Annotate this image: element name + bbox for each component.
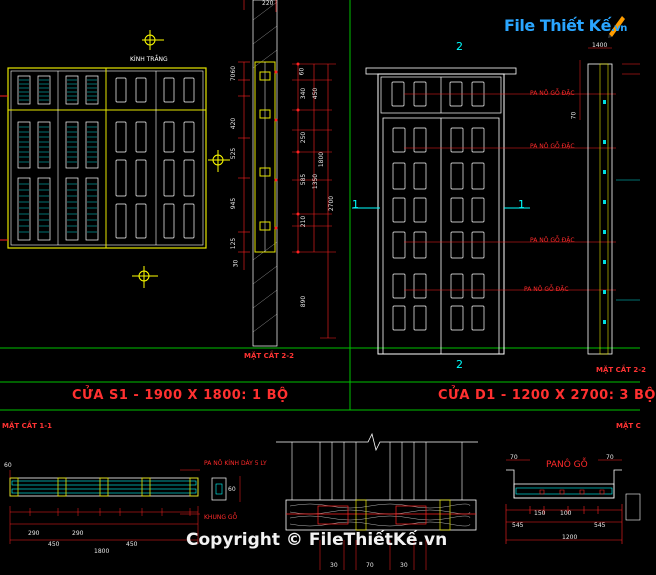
dim-2700: 2700 <box>328 195 336 212</box>
window-caption: CỬA S1 - 1900 X 1800: 1 BỘ <box>72 388 289 403</box>
dimension-ladder <box>274 62 336 339</box>
door-caption: CỬA D1 - 1200 X 2700: 3 BỘ <box>438 388 656 403</box>
glass-label: KÍNH TRẮNG <box>130 56 168 63</box>
dim-290-b: 290 <box>72 530 84 537</box>
logo-suffix: .vn <box>610 23 627 34</box>
dim-30-b: 30 <box>400 562 408 569</box>
panel-note-4: PA NÔ GỖ ĐẶC <box>524 286 569 293</box>
sheet-frame-lines <box>0 0 640 411</box>
section-mark-1-left: 1 <box>352 198 359 211</box>
section-title-2-2-left: MẶT CẮT 2-2 <box>244 352 295 360</box>
dim-450-a: 450 <box>48 541 60 548</box>
copyright-watermark: Copyright © FileThiếtKế.vn <box>186 530 448 550</box>
dim-125: 125 <box>230 237 238 250</box>
dim-450: 450 <box>312 87 320 100</box>
dim-70-right: 70 <box>606 454 614 461</box>
dim-420: 420 <box>230 117 238 130</box>
dim-1800-vertical: 1800 <box>318 151 326 168</box>
dim-545-left: 545 <box>512 522 524 529</box>
logo-main-text: File Thiết Kế <box>504 16 611 35</box>
dim-30-a: 30 <box>330 562 338 569</box>
dim-340: 340 <box>300 87 308 100</box>
dim-70: 70 <box>570 111 578 120</box>
section-mark-2-top: 2 <box>456 40 463 53</box>
section-marker-symbols <box>132 30 230 288</box>
section-title-2-2-right: MẶT CẮT 2-2 <box>596 366 647 374</box>
panel-note-2: PA NÔ GỖ ĐẶC <box>530 143 575 150</box>
dim-945: 945 <box>230 197 238 210</box>
dim-250: 250 <box>300 131 308 144</box>
dim-525: 525 <box>230 147 238 160</box>
door-jamb-detail <box>276 432 478 570</box>
door-d1-elevation <box>352 67 616 355</box>
wood-panel-label: PANÔ GỖ <box>546 460 588 470</box>
wood-frame-note: KHUNG GỖ <box>204 514 238 521</box>
dim-585: 585 <box>300 173 308 186</box>
dim-60-right: 60 <box>228 486 236 493</box>
dim-150: 150 <box>534 510 546 517</box>
section-mark-1-right: 1 <box>518 198 525 211</box>
drawing-canvas <box>0 0 641 570</box>
section-title-right-cut: MẶT C <box>616 422 641 430</box>
section-title-1-1: MẶT CẮT 1-1 <box>2 422 53 430</box>
dim-545-right: 545 <box>594 522 606 529</box>
dim-100: 100 <box>560 510 572 517</box>
dim-890: 890 <box>300 295 308 308</box>
dim-1400: 1400 <box>592 42 608 49</box>
dim-1800-horizontal: 1800 <box>94 548 110 555</box>
pencil-icon <box>608 16 625 38</box>
dim-30: 30 <box>232 259 240 268</box>
dim-290-a: 290 <box>28 530 40 537</box>
door-panel-section <box>505 459 641 544</box>
section-mark-2-bottom: 2 <box>456 358 463 371</box>
dim-70-left: 70 <box>510 454 518 461</box>
logo-text: File Thiết Kế.vn <box>504 16 627 35</box>
panel-note-3: PA NÔ GỖ ĐẶC <box>530 237 575 244</box>
dim-top-220: 220 <box>262 0 274 7</box>
window-s1-elevation <box>0 67 207 249</box>
dim-210: 210 <box>300 215 308 228</box>
dim-450-b: 450 <box>126 541 138 548</box>
window-section-1-1 <box>9 469 241 544</box>
glass-panel-note: PA NÔ KÍNH DÀY 5 LY <box>204 460 267 467</box>
dim-1200: 1200 <box>562 534 578 541</box>
dim-60: 60 <box>298 67 306 76</box>
dim-7060: 7060 <box>230 65 238 82</box>
dim-1350: 1350 <box>312 173 320 190</box>
door-section-2-2 <box>579 47 640 355</box>
site-logo: File Thiết Kế.vn <box>502 12 638 44</box>
wall-section-2-2 <box>238 0 278 347</box>
panel-note-1: PA NÔ GỖ ĐẶC <box>530 90 575 97</box>
dim-70-mid: 70 <box>366 562 374 569</box>
dim-60-left: 60 <box>4 462 12 469</box>
